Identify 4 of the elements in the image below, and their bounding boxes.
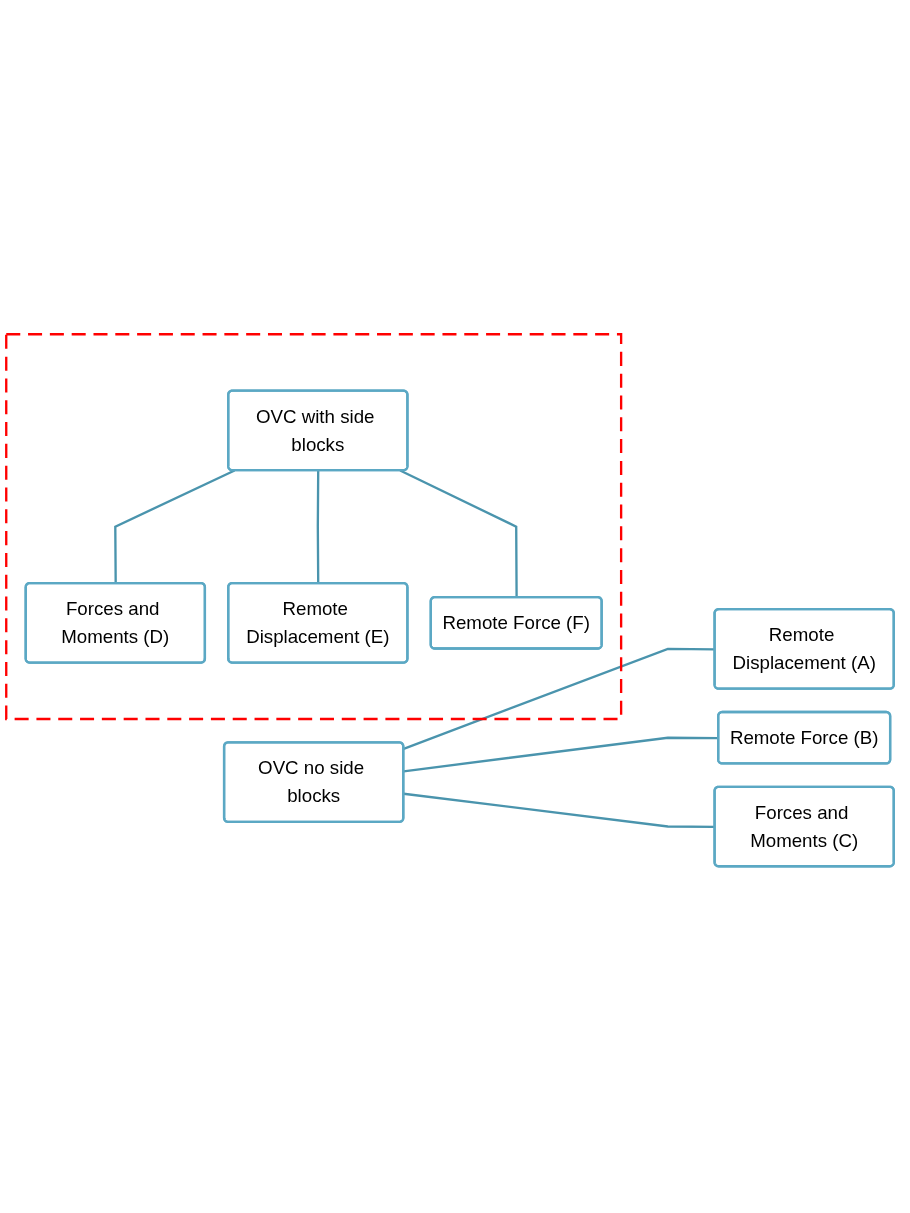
connector (403, 647, 715, 750)
connector (403, 736, 719, 773)
cluster (5, 332, 623, 720)
connector (403, 792, 715, 828)
